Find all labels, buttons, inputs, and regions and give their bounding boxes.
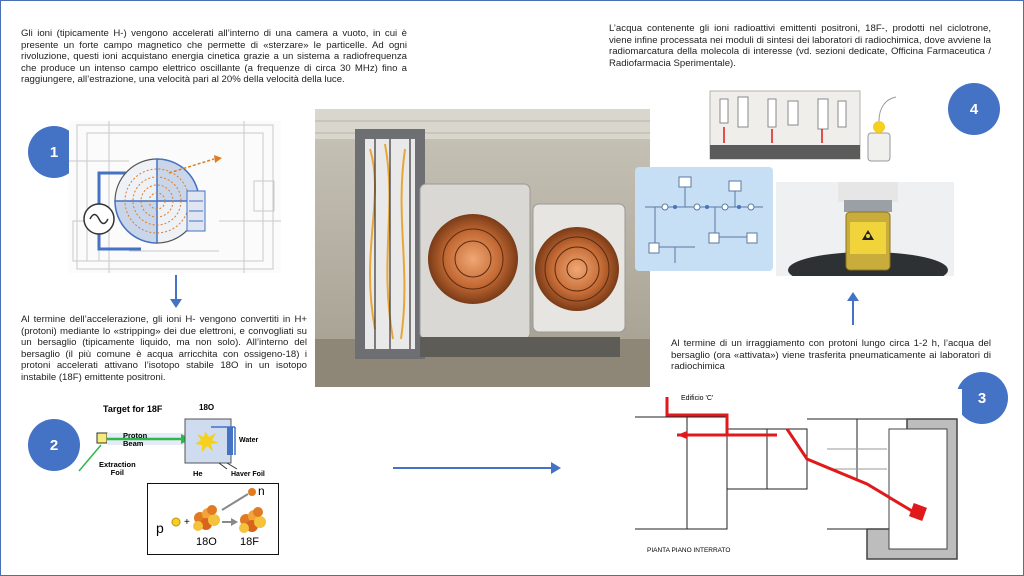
step4-description: L’acqua contenente gli ioni radioattivi … <box>609 23 991 69</box>
floorplan-caption: PIANTA PIANO INTERRATO <box>647 547 731 554</box>
fluorine18-symbol: 18F <box>240 536 259 548</box>
haver-foil-label: Haver Foil <box>231 471 265 478</box>
arrow-right-icon <box>393 462 561 474</box>
arrow-down-icon <box>170 275 182 308</box>
target-title: Target for 18F <box>103 404 163 414</box>
synthesis-schematic <box>635 167 773 271</box>
floorplan-building-label: Edificio 'C' <box>681 395 714 402</box>
target-diagram: Target for 18F 18O Proton Beam Water Ext… <box>71 399 291 479</box>
step-badge-2: 2 <box>28 419 80 471</box>
step-badge-3: 3 <box>956 372 1008 424</box>
proton-symbol: p <box>156 520 164 536</box>
step2-description: Al termine dell’accelerazione, gli ioni … <box>21 314 307 383</box>
oxygen18-symbol: 18O <box>196 536 217 548</box>
synthesis-module-photo <box>708 87 908 169</box>
vial-photo <box>776 182 954 276</box>
proton-beam-label: Proton Beam <box>123 431 148 448</box>
plus-symbol: + <box>184 517 190 528</box>
neutron-symbol: n <box>258 484 265 498</box>
target-o18-label: 18O <box>199 403 215 412</box>
extraction-foil-label: Extraction Foil <box>99 460 136 477</box>
nuclear-reaction-box: p + 18O 18F n <box>147 483 279 555</box>
step3-description: Al termine di un irraggiamento con proto… <box>671 338 991 373</box>
he-label: He <box>193 469 203 478</box>
floor-plan: Edificio 'C' PIANTA PIANO INTERRATO <box>627 389 962 569</box>
arrow-up-icon <box>847 292 859 325</box>
water-label: Water <box>239 437 259 444</box>
step1-description: Gli ioni (tipicamente H-) vengono accele… <box>21 28 407 86</box>
step-badge-4: 4 <box>948 83 1000 135</box>
cyclotron-photo <box>315 109 650 387</box>
cyclotron-schematic <box>69 121 281 273</box>
